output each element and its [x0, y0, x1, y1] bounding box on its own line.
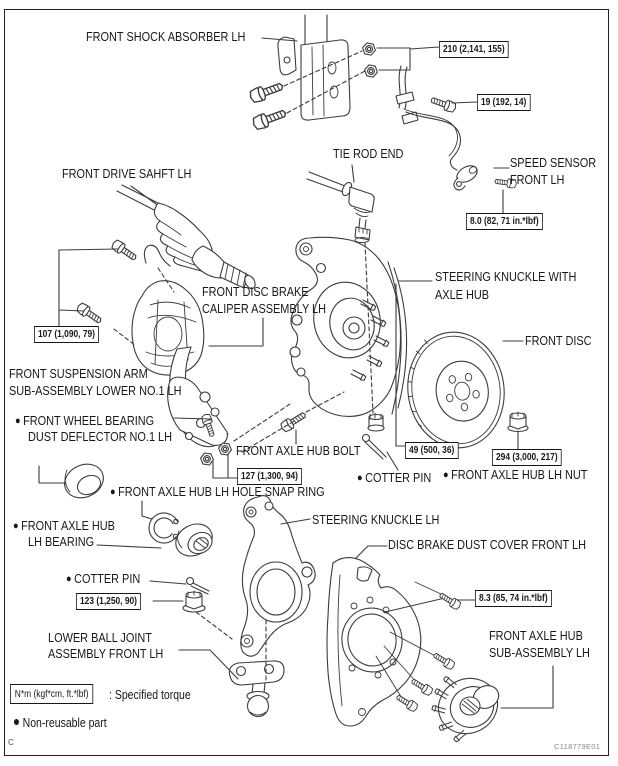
legend-torque-symbol-box: N*m (kgf*cm, ft.*lbf)	[10, 684, 94, 704]
label-dust-deflector-line2: DUST DEFLECTOR NO.1 LH	[28, 429, 173, 444]
label-cotter-pin-lower: ●COTTER PIN	[66, 571, 141, 586]
torque-shock-absorber-nuts: 210 (2,141, 155)	[439, 41, 509, 58]
torque-axle-hub-nut: 294 (3,000, 217)	[492, 449, 562, 466]
axle-hub-drawing	[431, 675, 500, 744]
assembly-dashed-lines	[113, 50, 374, 683]
label-drive-shaft: FRONT DRIVE SAHFT LH	[62, 166, 192, 181]
label-caliper-line2: CALIPER ASSEMBLY LH	[202, 301, 327, 316]
torque-speed-sensor-bolt: 8.0 (82, 71 in.*lbf)	[466, 213, 543, 230]
front-disc-drawing	[407, 331, 505, 449]
drawing-code: C118779E01	[554, 742, 601, 751]
castle-nut-drawing	[182, 590, 206, 613]
torque-caliper-bolts: 107 (1,090, 79)	[34, 326, 99, 343]
non-reusable-bullet: ●	[13, 713, 21, 729]
label-axle-hub-line2: SUB-ASSEMBLY LH	[489, 645, 590, 660]
steering-knuckle-drawing	[240, 494, 316, 657]
label-ball-joint-line2: ASSEMBLY FRONT LH	[48, 646, 164, 661]
hub-nut-drawing	[507, 411, 529, 433]
label-hub-bearing-line2: LH BEARING	[28, 534, 95, 549]
torque-arm-nuts: 127 (1,300, 94)	[237, 468, 302, 485]
label-steering-knuckle: STEERING KNUCKLE LH	[312, 512, 440, 527]
suspension-arm-drawing	[167, 346, 233, 467]
label-suspension-arm-line1: FRONT SUSPENSION ARM	[9, 366, 148, 381]
tie-rod-end-drawing	[306, 171, 375, 243]
label-knuckle-with-hub-line2: AXLE HUB	[435, 287, 490, 302]
non-reusable-bullet: ●	[443, 469, 449, 481]
leader-lines	[38, 37, 554, 709]
figure-border	[4, 9, 609, 756]
knuckle-with-hub-drawing	[289, 236, 408, 417]
label-ball-joint-line1: LOWER BALL JOINT	[48, 630, 152, 645]
non-reusable-bullet: ●	[110, 486, 116, 498]
speed-sensor-drawing	[395, 65, 518, 191]
label-tie-rod-end: TIE ROD END	[333, 146, 404, 161]
label-dust-cover: DISC BRAKE DUST COVER FRONT LH	[388, 537, 587, 552]
dust-cover-drawing	[326, 557, 463, 727]
torque-ball-joint-nut: 123 (1,250, 90)	[76, 593, 141, 610]
label-speed-sensor-line2: FRONT LH	[510, 172, 565, 187]
ball-joint-drawing	[228, 660, 285, 718]
label-hub-nut: ●FRONT AXLE HUB LH NUT	[443, 467, 588, 482]
label-hub-bearing-line1: ●FRONT AXLE HUB	[13, 518, 115, 533]
cotter-pin-lower-drawing	[185, 576, 210, 595]
torque-sensor-harness-bolt: 19 (192, 14)	[477, 94, 531, 111]
torque-dust-cover-screws: 8.3 (85, 74 in.*lbf)	[475, 590, 552, 607]
non-reusable-bullet: ●	[66, 573, 72, 585]
label-dust-deflector-line1: ●FRONT WHEEL BEARING	[15, 413, 155, 428]
torque-tie-rod-end-nut: 49 (500, 36)	[405, 442, 459, 459]
corner-mark: C	[8, 738, 14, 747]
non-reusable-bullet: ●	[357, 472, 363, 484]
label-knuckle-with-hub-line1: STEERING KNUCKLE WITH	[435, 269, 577, 284]
non-reusable-bullet: ●	[15, 415, 21, 427]
cotter-pin-upper-drawing	[361, 412, 387, 460]
label-speed-sensor-line1: SPEED SENSOR	[510, 155, 597, 170]
non-reusable-bullet: ●	[13, 520, 19, 532]
label-suspension-arm-line2: SUB-ASSEMBLY LOWER NO.1 LH	[9, 383, 182, 398]
label-axle-hub-line1: FRONT AXLE HUB	[489, 628, 583, 643]
label-front-disc: FRONT DISC	[525, 333, 592, 348]
dust-deflector-drawing	[64, 463, 104, 499]
label-snap-ring: ●FRONT AXLE HUB LH HOLE SNAP RING	[110, 484, 325, 499]
label-hub-bolt: FRONT AXLE HUB BOLT	[236, 443, 361, 458]
label-caliper-line1: FRONT DISC BRAKE	[202, 284, 309, 299]
legend-torque-meaning: : Specified torque	[109, 688, 191, 702]
legend-non-reusable: ●Non-reusable part	[13, 713, 107, 731]
label-cotter-pin-upper: ●COTTER PIN	[357, 470, 432, 485]
label-shock-absorber: FRONT SHOCK ABSORBER LH	[86, 29, 246, 44]
snap-ring-drawing	[148, 512, 179, 544]
bearing-drawing	[175, 523, 213, 557]
drive-shaft-drawing	[116, 184, 256, 290]
